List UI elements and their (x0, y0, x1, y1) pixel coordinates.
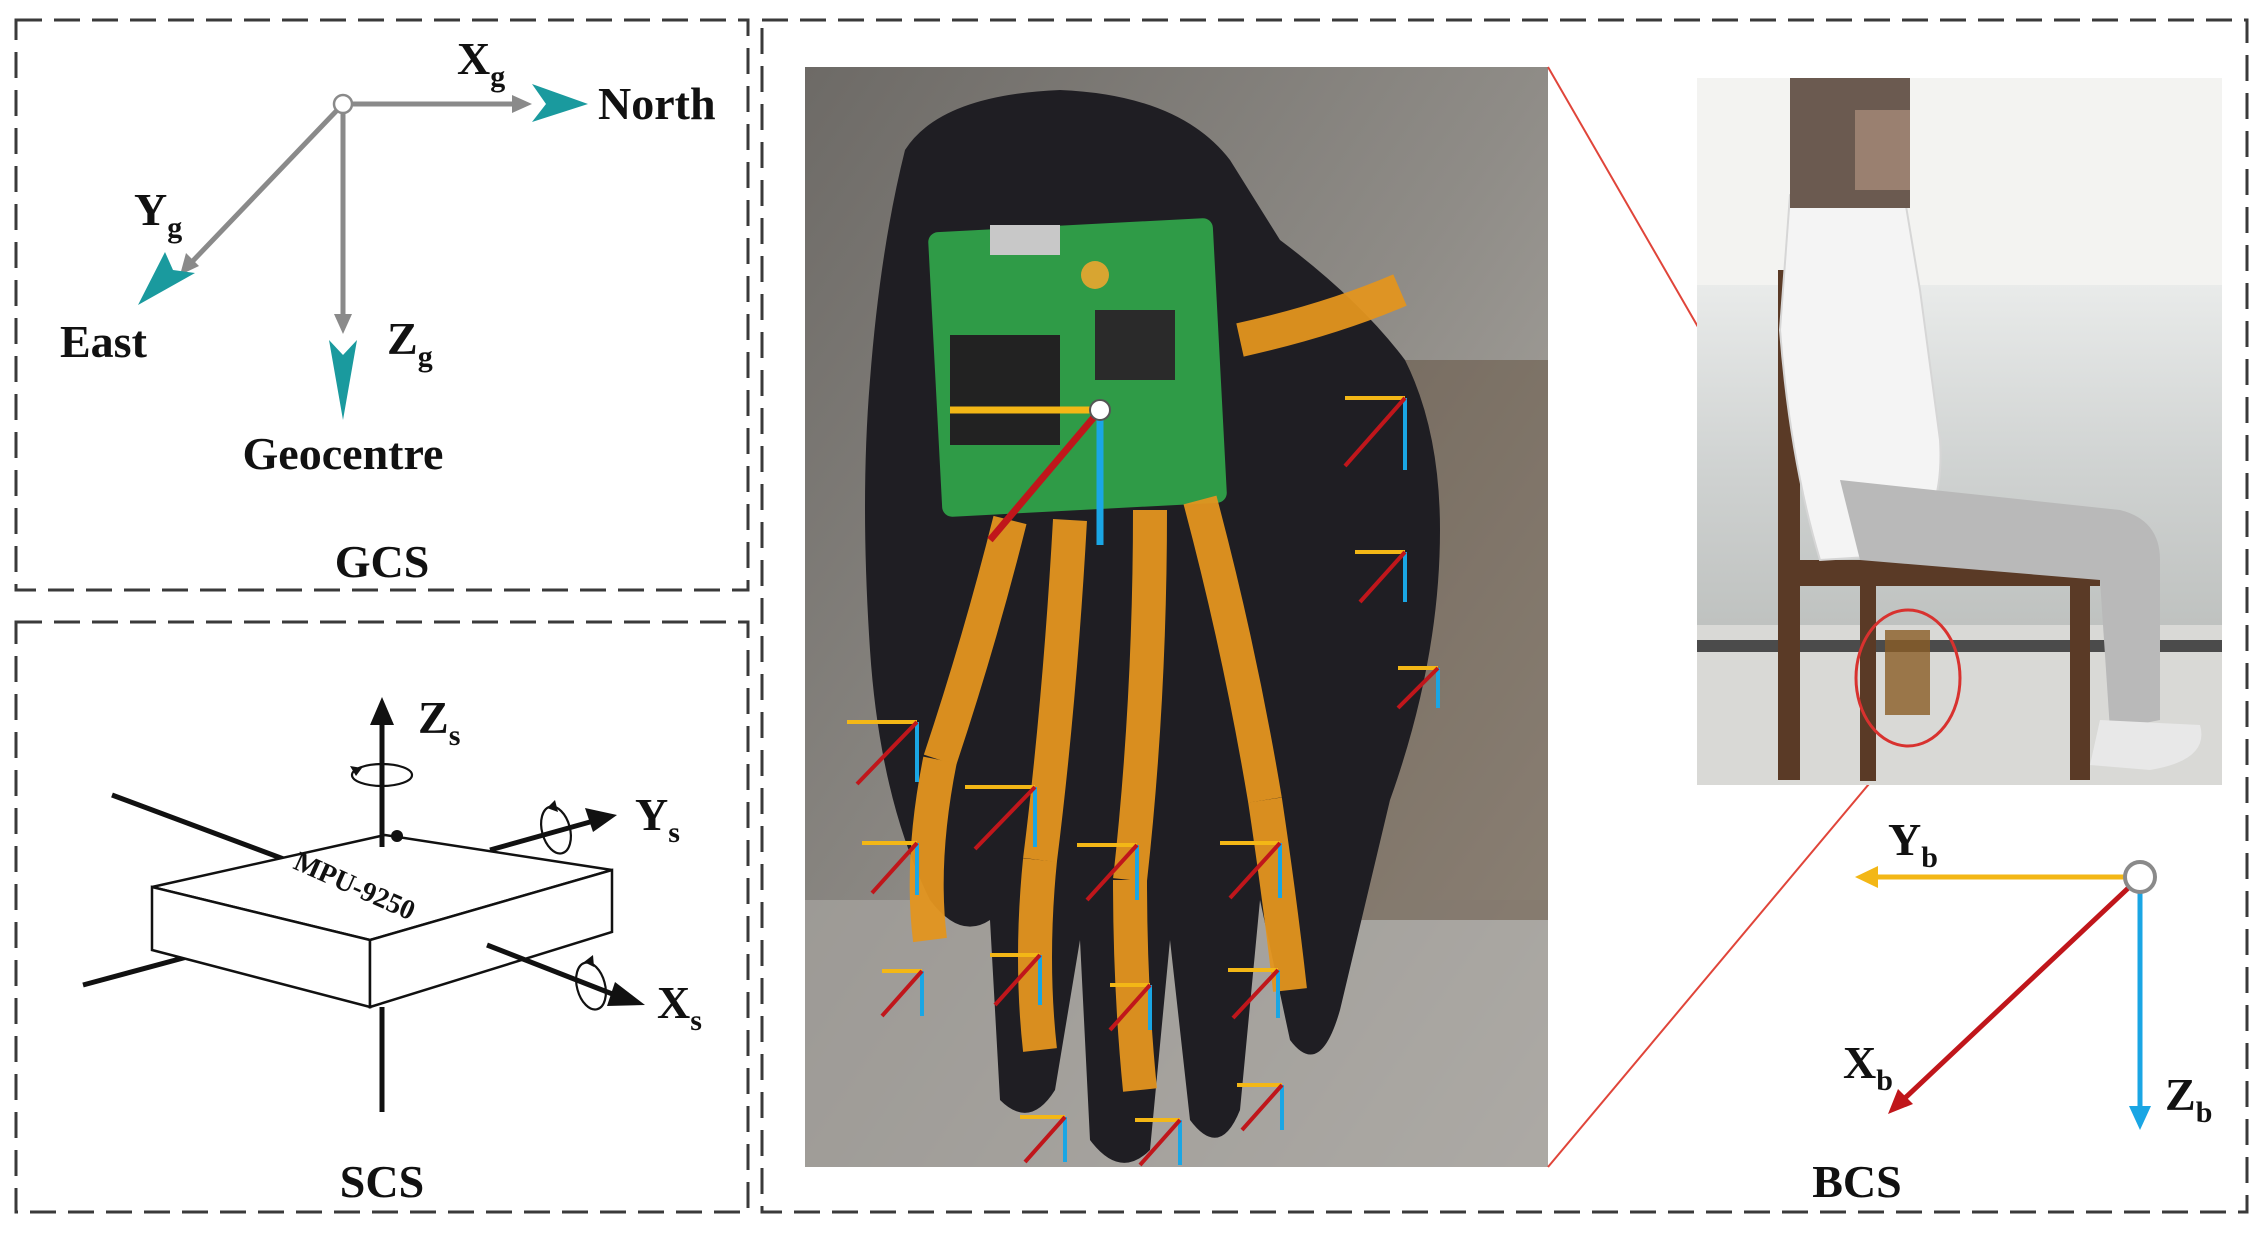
bcs-y-label: Y (1888, 814, 1921, 865)
gcs-panel: Xg North Yg East Zg Geocentre GCS (60, 33, 716, 587)
scs-x-sub: s (690, 1004, 702, 1037)
gcs-caption: GCS (335, 536, 430, 587)
panel-frames (14, 18, 2249, 1214)
bcs-origin (2123, 860, 2157, 894)
svg-text:Ys: Ys (635, 789, 680, 849)
gcs-origin (332, 93, 354, 115)
svg-text:Yb: Yb (1888, 814, 1938, 874)
glove-highlight (1854, 608, 1962, 748)
glove-photo (805, 67, 1548, 1167)
svg-text:Zs: Zs (418, 692, 460, 752)
svg-text:Xs: Xs (657, 977, 702, 1037)
scs-caption: SCS (340, 1156, 424, 1207)
bcs-y-sub: b (1921, 841, 1938, 874)
person-legs (1840, 480, 2160, 730)
gcs-x-label: X (457, 33, 490, 84)
scs-z-sub: s (449, 719, 461, 752)
bcs-z-sub: b (2196, 1096, 2213, 1129)
svg-text:Xb: Xb (1843, 1037, 1893, 1097)
svg-text:Zb: Zb (2165, 1069, 2212, 1129)
east-arrowhead (138, 252, 195, 305)
svg-text:Zg: Zg (387, 313, 433, 373)
gcs-z-sub: g (418, 340, 433, 373)
geocentre-arrowhead (329, 340, 357, 420)
scs-frame (14, 620, 750, 1214)
gcs-y-sub: g (167, 211, 182, 244)
scs-z-label: Z (418, 692, 449, 743)
svg-text:Xg: Xg (457, 33, 505, 93)
scs-panel: MPU-9250 Zs Ys Xs SCS (82, 692, 702, 1207)
bcs-x-sub: b (1876, 1064, 1893, 1097)
bcs-caption: BCS (1812, 1156, 1901, 1207)
pcb-board (928, 218, 1227, 517)
scs-y-sub: s (668, 816, 680, 849)
gcs-y-label: Y (134, 184, 167, 235)
east-label: East (60, 316, 148, 367)
scs-y-label: Y (635, 789, 668, 840)
bcs-axes: Yb Xb Zb BCS (1812, 814, 2212, 1207)
bcs-frame (760, 18, 2249, 1214)
svg-text:Yg: Yg (134, 184, 182, 244)
scs-x-label: X (657, 977, 690, 1028)
north-label: North (598, 78, 716, 129)
bcs-x-label: X (1843, 1037, 1876, 1088)
north-arrowhead (532, 84, 588, 122)
geocentre-label: Geocentre (243, 428, 444, 479)
bcs-z-label: Z (2165, 1069, 2196, 1120)
gcs-z-label: Z (387, 313, 418, 364)
mpu-box (150, 833, 614, 1009)
glove-sensor-triads (847, 396, 1440, 1167)
seated-person-photo (1697, 78, 2222, 785)
gcs-frame (14, 18, 750, 592)
gcs-x-sub: g (490, 60, 505, 93)
